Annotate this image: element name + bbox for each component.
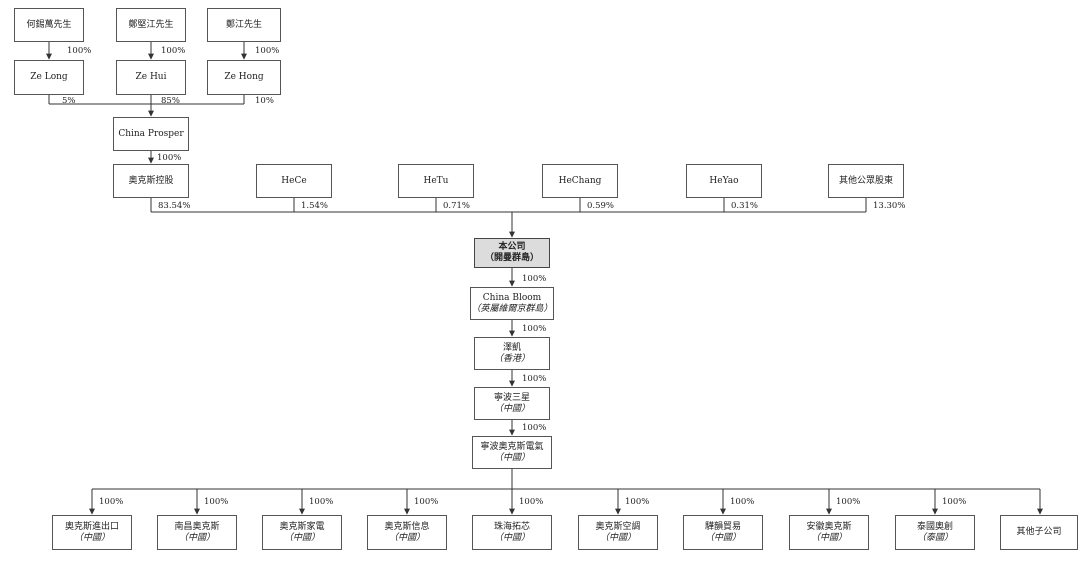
subsidiary-name: 南昌奧克斯: [174, 521, 220, 532]
entity-name: 寧波奧克斯電氣: [480, 441, 544, 452]
shareholder-name: HeChang: [558, 175, 602, 186]
entity-jurisdiction: （香港）: [493, 353, 530, 364]
subsidiary-name: 奧克斯家電: [279, 521, 325, 532]
ownership-percent: 5%: [62, 96, 76, 106]
subsidiary-box: 泰國奧創 （泰國）: [895, 515, 975, 550]
ownership-percent: 10%: [255, 96, 274, 106]
shareholder-name: HeCe: [281, 175, 307, 186]
ownership-percent: 100%: [255, 46, 280, 56]
ownership-percent: 100%: [522, 324, 547, 334]
ownership-percent: 100%: [99, 497, 124, 507]
holding-company-box: Ze Long: [14, 60, 84, 95]
subsidiary-name: 珠海拓芯: [493, 521, 530, 532]
subsidiary-name: 安徽奧克斯: [806, 521, 852, 532]
subsidiary-jurisdiction: （中國）: [599, 532, 636, 543]
holding-company-name: Ze Long: [30, 72, 68, 82]
chain-entity-box: 寧波奧克斯電氣 （中國）: [472, 436, 552, 469]
shareholder-name: 其他公眾股東: [838, 175, 893, 186]
ownership-percent: 13.30%: [873, 201, 906, 211]
company-jurisdiction: （開曼群島）: [484, 253, 539, 263]
ownership-percent: 100%: [522, 374, 547, 384]
ownership-percent: 100%: [157, 153, 182, 163]
subsidiary-jurisdiction: （中國）: [493, 532, 530, 543]
company-box: 本公司 （開曼群島）: [474, 238, 550, 268]
subsidiary-jurisdiction: （中國）: [73, 532, 110, 543]
ownership-percent: 100%: [309, 497, 334, 507]
ownership-percent: 100%: [414, 497, 439, 507]
owner-box: 何錫萬先生: [14, 8, 84, 42]
subsidiary-box: 奧克斯進出口 （中國）: [52, 515, 132, 550]
ownership-percent: 100%: [67, 46, 92, 56]
shareholder-box: HeYao: [686, 164, 762, 198]
ownership-percent: 100%: [204, 497, 229, 507]
entity-name: China Bloom: [482, 292, 542, 303]
shareholder-name: HeYao: [709, 175, 739, 186]
entity-jurisdiction: （中國）: [493, 452, 530, 463]
holding-company-box: Ze Hui: [116, 60, 186, 95]
ownership-percent: 100%: [161, 46, 186, 56]
subsidiary-jurisdiction: （中國）: [704, 532, 741, 543]
holding-company-box: Ze Hong: [207, 60, 281, 95]
china-prosper-name: China Prosper: [118, 128, 184, 139]
owner-name: 鄭江先生: [225, 19, 262, 30]
china-prosper-box: China Prosper: [113, 117, 189, 151]
owner-name: 何錫萬先生: [26, 19, 72, 30]
subsidiary-box: 安徽奧克斯 （中國）: [789, 515, 869, 550]
ownership-percent: 1.54%: [301, 201, 329, 211]
owner-box: 鄭江先生: [207, 8, 281, 42]
subsidiary-jurisdiction: （中國）: [810, 532, 847, 543]
ownership-percent: 100%: [942, 497, 967, 507]
ownership-percent: 85%: [161, 96, 180, 106]
holding-company-name: Ze Hui: [135, 72, 167, 82]
holding-company-name: Ze Hong: [224, 72, 264, 82]
entity-jurisdiction: （英屬維爾京群島）: [471, 303, 553, 314]
subsidiary-name: 奧克斯信息: [384, 521, 430, 532]
shareholder-box: HeCe: [256, 164, 332, 198]
subsidiary-box: 奧克斯信息 （中國）: [367, 515, 447, 550]
subsidiary-box: 其他子公司: [1000, 515, 1078, 550]
ownership-percent: 83.54%: [158, 201, 191, 211]
ownership-percent: 0.31%: [731, 201, 759, 211]
subsidiary-name: 泰國奧創: [916, 521, 953, 532]
shareholder-box: HeChang: [542, 164, 618, 198]
shareholder-name: HeTu: [423, 175, 449, 186]
ownership-percent: 100%: [730, 497, 755, 507]
subsidiary-box: 驊韻貿易 （中國）: [683, 515, 763, 550]
subsidiary-jurisdiction: （中國）: [388, 532, 425, 543]
entity-name: 寧波三星: [493, 392, 530, 403]
subsidiary-name: 奧克斯空調: [595, 521, 641, 532]
entity-jurisdiction: （中國）: [493, 403, 530, 414]
shareholder-name: 奧克斯控股: [128, 175, 174, 186]
ownership-percent: 0.71%: [443, 201, 471, 211]
ownership-percent: 100%: [625, 497, 650, 507]
chain-entity-box: 寧波三星 （中國）: [474, 387, 550, 420]
ownership-percent: 100%: [522, 423, 547, 433]
owner-box: 鄭堅江先生: [116, 8, 186, 42]
ownership-percent: 100%: [519, 497, 544, 507]
company-name: 本公司: [498, 242, 526, 252]
subsidiary-box: 奧克斯家電 （中國）: [262, 515, 342, 550]
ownership-percent: 100%: [836, 497, 861, 507]
subsidiary-box: 南昌奧克斯 （中國）: [157, 515, 237, 550]
shareholder-box: 奧克斯控股: [113, 164, 189, 198]
subsidiary-name: 奧克斯進出口: [64, 521, 119, 532]
subsidiary-box: 奧克斯空調 （中國）: [578, 515, 658, 550]
chain-entity-box: 澤凱 （香港）: [474, 337, 550, 370]
subsidiary-jurisdiction: （中國）: [178, 532, 215, 543]
chain-entity-box: China Bloom （英屬維爾京群島）: [470, 287, 554, 320]
subsidiary-jurisdiction: （泰國）: [916, 532, 953, 543]
subsidiary-jurisdiction: （中國）: [283, 532, 320, 543]
entity-name: 澤凱: [502, 342, 521, 353]
owner-name: 鄭堅江先生: [128, 19, 174, 30]
ownership-percent: 100%: [522, 274, 547, 284]
subsidiary-name: 其他子公司: [1016, 527, 1062, 537]
shareholder-box: HeTu: [398, 164, 474, 198]
subsidiary-box: 珠海拓芯 （中國）: [472, 515, 552, 550]
shareholder-box: 其他公眾股東: [828, 164, 904, 198]
subsidiary-name: 驊韻貿易: [704, 521, 741, 532]
ownership-percent: 0.59%: [587, 201, 615, 211]
